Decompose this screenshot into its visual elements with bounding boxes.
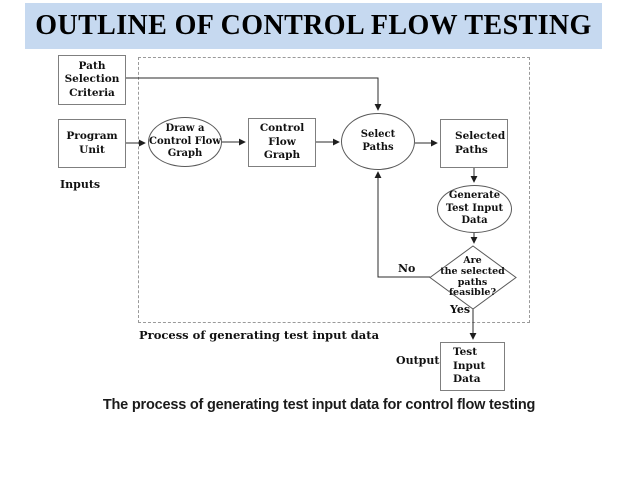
figure-caption: The process of generating test input dat… [102, 397, 536, 413]
node-test-input-data: Test Input Data [440, 342, 505, 391]
process-boundary-dashed-frame [138, 57, 530, 323]
page-title: OUTLINE OF CONTROL FLOW TESTING [25, 3, 602, 49]
node-generate-test-input-data: Generate Test Input Data [437, 185, 512, 233]
label-no: No [398, 262, 416, 275]
node-draw-control-flow-graph: Draw a Control Flow Graph [148, 117, 222, 167]
node-control-flow-graph: Control Flow Graph [248, 118, 316, 167]
node-select-paths: Select Paths [341, 113, 415, 170]
label-inputs: Inputs [60, 178, 101, 191]
node-path-selection-criteria: Path Selection Criteria [58, 55, 126, 105]
label-process-of-generating: Process of generating test input data [139, 328, 380, 342]
label-output: Output [396, 354, 440, 367]
node-selected-paths: Selected Paths [440, 119, 508, 168]
label-yes: Yes [450, 303, 471, 316]
decision-feasible-label: Are the selected paths feasible? [440, 254, 505, 299]
node-program-unit: Program Unit [58, 119, 126, 168]
